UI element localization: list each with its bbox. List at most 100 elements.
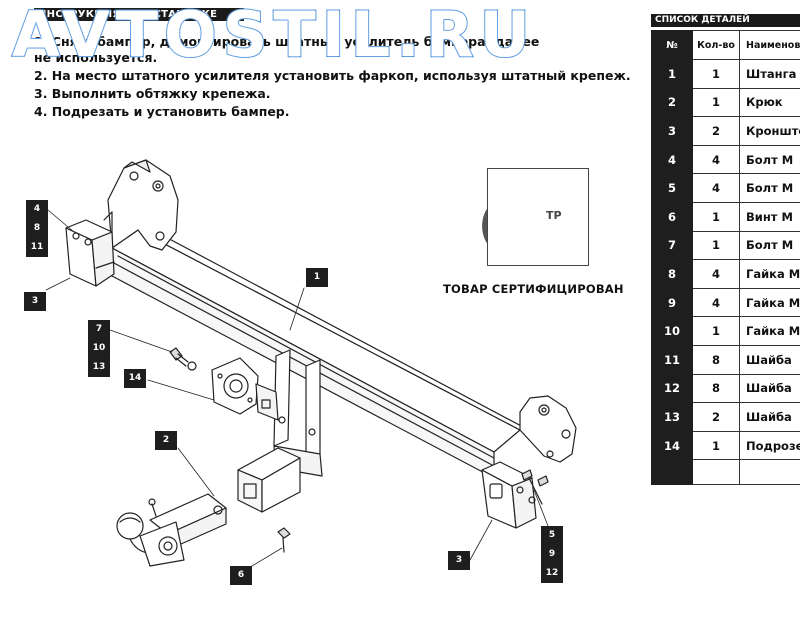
tow-ball-part-2 <box>116 493 227 567</box>
callout-6: 6 <box>230 566 252 585</box>
part-quantity: 4 <box>692 173 740 203</box>
instruction-line-1: 1. Снять бампер, демонтировать штатный у… <box>34 34 540 49</box>
instruction-line-3: 2. На место штатного усилителя установит… <box>34 68 631 83</box>
callout-1: 1 <box>306 268 328 287</box>
part-number: 6 <box>651 201 693 232</box>
callout-label: 13 <box>92 362 106 372</box>
callout-label: 4 <box>33 204 41 214</box>
part-number: 2 <box>651 87 693 118</box>
callout-label: 5 <box>548 530 556 540</box>
part-name: Крюк <box>739 87 800 118</box>
part-name: Шайба <box>739 344 800 375</box>
part-name: Шайба <box>739 373 800 404</box>
part-number: 13 <box>651 402 693 432</box>
callout-14: 14 <box>124 369 146 388</box>
table-row-empty <box>651 459 800 486</box>
part-quantity: 1 <box>692 59 740 89</box>
right-bracket <box>519 395 577 463</box>
part-name: Гайка М <box>739 259 800 289</box>
part-number: 8 <box>651 259 693 289</box>
part-name: Болт М <box>739 173 800 203</box>
callout-label: 9 <box>548 549 556 559</box>
certification-text: ТОВАР СЕРТИФИЦИРОВАН <box>443 282 624 296</box>
callout-5-9-12: 5 9 12 <box>541 526 563 583</box>
socket-plate-part-14 <box>211 357 279 421</box>
part-number: 11 <box>651 344 693 375</box>
part-name: Шайба <box>739 402 800 432</box>
column-header-name: Наименование <box>739 30 800 60</box>
callout-2: 2 <box>155 431 177 450</box>
left-bracket <box>103 159 179 251</box>
left-mounting-plate <box>65 219 115 287</box>
part-name: Гайка М <box>739 287 800 318</box>
callout-label: 14 <box>128 373 142 383</box>
column-header-number: № <box>651 30 693 60</box>
part-name: Болт М <box>739 230 800 261</box>
part-name: Кронштейн <box>739 116 800 146</box>
part-quantity: 1 <box>692 87 740 118</box>
empty-cell <box>739 459 800 486</box>
part-quantity: 4 <box>692 259 740 289</box>
callout-3-left: 3 <box>24 292 46 311</box>
part-quantity: 1 <box>692 316 740 346</box>
part-name: Болт М <box>739 144 800 175</box>
leader-lines <box>45 209 549 567</box>
part-quantity: 2 <box>692 116 740 146</box>
callout-7-10-13: 7 10 13 <box>88 320 110 377</box>
callout-label: 10 <box>92 343 106 353</box>
empty-cell <box>651 459 693 486</box>
part-quantity: 4 <box>692 287 740 318</box>
part-number: 10 <box>651 316 693 346</box>
part-name: Винт М <box>739 201 800 232</box>
instruction-line-2: не используется. <box>34 50 158 65</box>
part-number: 14 <box>651 430 693 461</box>
part-quantity: 8 <box>692 344 740 375</box>
part-name: Гайка М <box>739 316 800 346</box>
screw-part-6 <box>277 527 291 553</box>
part-quantity: 1 <box>692 230 740 261</box>
part-name: Подрозетник <box>739 430 800 461</box>
callout-4-8-11: 4 8 11 <box>26 200 48 257</box>
table-row: 141Подрозетник <box>651 430 800 461</box>
part-number: 7 <box>651 230 693 261</box>
callout-label: 11 <box>30 242 44 252</box>
part-number: 9 <box>651 287 693 318</box>
callout-3-right: 3 <box>448 551 470 570</box>
parts-table-header: № Кол-во Наименование <box>651 30 800 60</box>
callout-label: 6 <box>237 570 245 580</box>
part-number: 1 <box>651 59 693 89</box>
part-number: 12 <box>651 373 693 404</box>
part-quantity: 2 <box>692 402 740 432</box>
callout-label: 12 <box>545 568 559 578</box>
callout-label: 7 <box>95 324 103 334</box>
part-quantity: 8 <box>692 373 740 404</box>
certification-mark-text: ТР <box>546 209 562 222</box>
column-header-quantity: Кол-во <box>692 30 740 60</box>
instruction-line-5: 4. Подрезать и установить бампер. <box>34 104 290 119</box>
right-mounting-plate <box>481 461 549 529</box>
part-name: Штанга <box>739 59 800 89</box>
instruction-line-4: 3. Выполнить обтяжку крепежа. <box>34 86 271 101</box>
empty-cell <box>692 459 740 486</box>
instructions-title: ИНСТРУКЦИЯ ПО УСТАНОВКЕ <box>34 8 244 21</box>
part-quantity: 4 <box>692 144 740 175</box>
part-number: 4 <box>651 144 693 175</box>
certification-badge: ТР <box>487 168 589 266</box>
callout-label: 1 <box>313 272 321 282</box>
part-quantity: 1 <box>692 430 740 461</box>
callout-label: 3 <box>31 296 39 306</box>
